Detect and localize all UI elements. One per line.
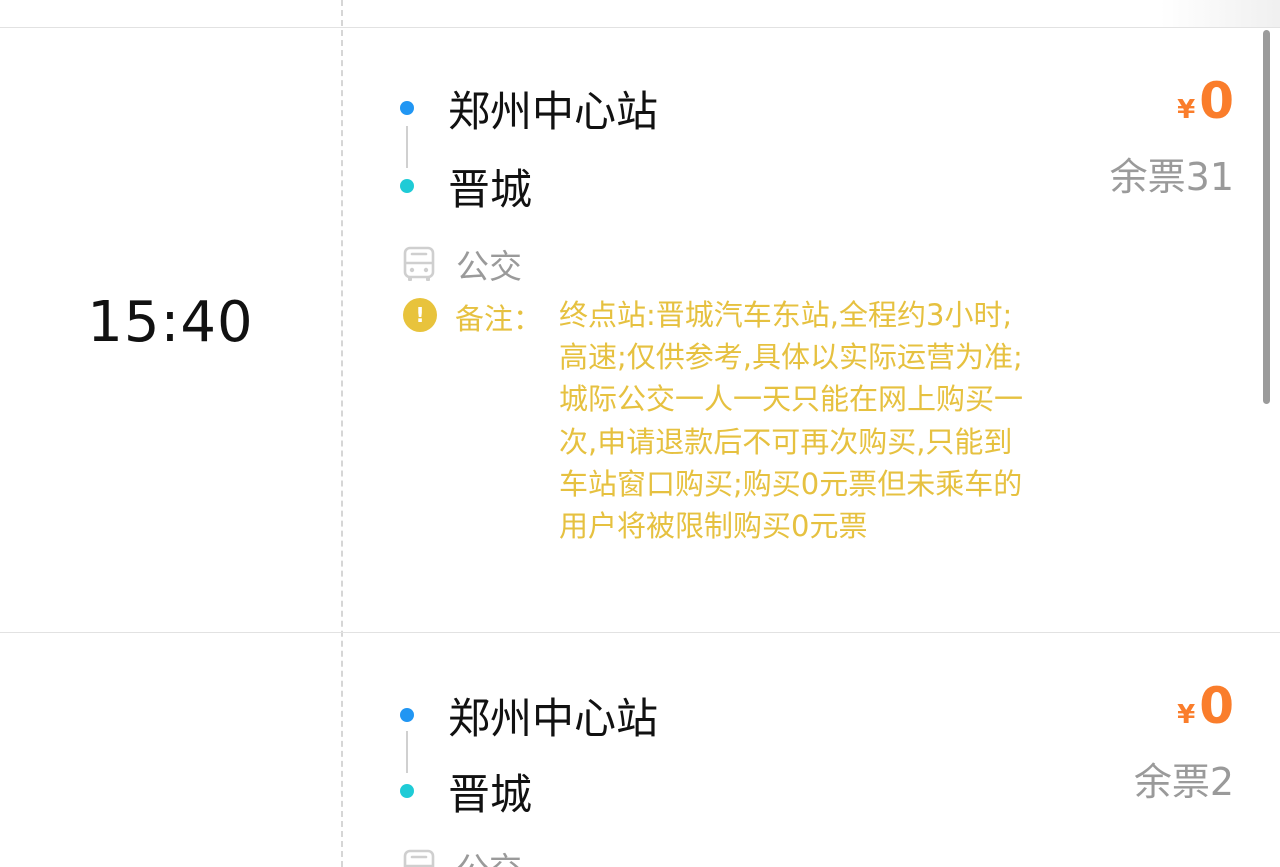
origin-name: 郑州中心站 — [448, 86, 659, 136]
destination-name: 晋城 — [448, 164, 533, 214]
destination-stop: 晋城 — [400, 156, 532, 216]
warning-icon: ! — [403, 298, 437, 332]
note-label: 备注： — [455, 302, 543, 336]
note-text: 终点站:晋城汽车东站,全程约3小时;高速;仅供参考,具体以实际运营为准;城际公交… — [559, 298, 1024, 544]
remaining-tickets: 余票31 — [1109, 155, 1234, 199]
origin-name: 郑州中心站 — [448, 693, 659, 743]
top-shade — [1160, 0, 1280, 27]
route-connector — [406, 731, 408, 773]
origin-stop: 郑州中心站 — [400, 685, 658, 745]
remaining-tickets: 余票2 — [1133, 760, 1234, 804]
bus-type-row: 公交 — [400, 240, 522, 288]
destination-dot-icon — [400, 179, 414, 193]
bus-type-label: 公交 — [456, 843, 522, 867]
currency-symbol: ¥ — [1177, 700, 1196, 730]
ticket-price: ¥ 0 — [1177, 677, 1234, 735]
origin-dot-icon — [400, 708, 414, 722]
trip-card[interactable]: 15:40 郑州中心站 晋城 ¥ 0 余票31 公交 — [0, 28, 1280, 633]
price-value: 0 — [1199, 677, 1234, 735]
scrollbar[interactable] — [1263, 30, 1270, 404]
destination-dot-icon — [400, 784, 414, 798]
bus-icon — [403, 246, 435, 281]
origin-dot-icon — [400, 101, 414, 115]
route-connector — [406, 126, 408, 168]
bus-icon — [403, 849, 435, 867]
bus-type-row: 公交 — [400, 843, 522, 867]
time-column-divider — [341, 0, 343, 867]
currency-symbol: ¥ — [1177, 95, 1196, 125]
origin-stop: 郑州中心站 — [400, 78, 658, 138]
trip-card[interactable]: 郑州中心站 晋城 ¥ 0 余票2 公交 — [0, 633, 1280, 867]
price-value: 0 — [1199, 72, 1234, 130]
ticket-price: ¥ 0 — [1177, 72, 1234, 130]
destination-stop: 晋城 — [400, 761, 532, 821]
departure-time: 15:40 — [87, 290, 254, 355]
bus-type-label: 公交 — [456, 247, 522, 286]
destination-name: 晋城 — [448, 769, 533, 819]
trip-note: ! 备注： 终点站:晋城汽车东站,全程约3小时;高速;仅供参考,具体以实际运营为… — [403, 294, 1029, 547]
top-divider — [0, 27, 1280, 28]
